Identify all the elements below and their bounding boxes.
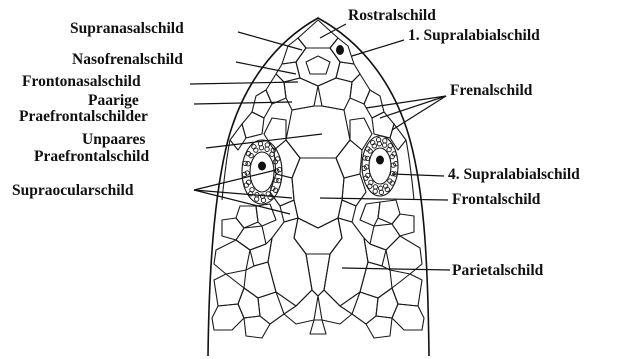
lateral-scale-left-6 [236, 226, 266, 250]
lateral-scale-left-7 [250, 238, 272, 266]
occipital-left [284, 290, 318, 324]
supraocular-right-2 [336, 140, 362, 178]
label-frontonasalschild: Frontonasalschild [22, 73, 141, 91]
lateral-scale-left-9 [244, 262, 276, 298]
eye-granule [377, 142, 381, 146]
lateral-scale-right-8 [386, 236, 422, 274]
frontal-scale [292, 158, 344, 228]
supraocular-right-1 [350, 118, 372, 150]
lateral-scale-right-4 [360, 202, 380, 226]
praefrontal-unpaired [286, 106, 350, 158]
lateral-scale-right-9 [360, 262, 392, 298]
eye-granules [242, 138, 398, 203]
lateral-scale-left-11 [238, 288, 260, 318]
parietal-center [306, 254, 330, 296]
eye-granule [382, 143, 386, 147]
label-frontalschild: Frontalschild [452, 191, 540, 209]
nostril-dot [336, 45, 344, 55]
eye-granule [373, 189, 377, 193]
frenal-scale-left [266, 74, 286, 104]
head-outline [208, 18, 429, 356]
label-supraocularschild: Supraocularschild [12, 182, 133, 200]
label-supranasalschild: Supranasalschild [70, 20, 184, 38]
label-praefrontalschild: Praefrontalschild [34, 148, 149, 166]
lateral-scale-right-3 [378, 200, 400, 224]
occipital-center [310, 320, 326, 334]
lateral-scale-right-7 [364, 238, 386, 266]
lateral-scale-right-14 [366, 316, 392, 338]
occipital-right [318, 290, 352, 324]
lateral-scale-left-12 [258, 292, 284, 324]
eye-left-inner [250, 152, 274, 192]
parietal-interparietal [294, 218, 342, 254]
eye-granule [378, 186, 382, 190]
frontonasal-scale [296, 48, 340, 86]
lateral-scale-right-12 [352, 292, 378, 324]
eye-right-pupil [376, 156, 384, 165]
eye-granule [376, 138, 380, 142]
label-frenalschild: Frenalschild [450, 82, 532, 100]
rostral-scale [298, 20, 338, 48]
eye-granule [379, 190, 383, 194]
eye-granule [265, 143, 269, 147]
eye-granule [277, 178, 281, 182]
supraocular-left-1 [264, 118, 286, 150]
lateral-scale-left-8 [214, 240, 250, 274]
lateral-scale-right-5 [392, 214, 414, 236]
label-1-supralabialschild: 1. Supralabialschild [408, 27, 540, 45]
label-unpaares: Unpaares [82, 131, 145, 149]
lateral-scale-right-13 [392, 304, 424, 330]
lateral-scale-left-4 [256, 204, 276, 226]
praefrontal-paired-left [284, 78, 318, 110]
label-4-supralabialschild: 4. Supralabialschild [448, 166, 580, 184]
eye-granule [383, 139, 387, 143]
eye-granule [243, 161, 247, 165]
label-nasofrenalschild: Nasofrenalschild [72, 51, 183, 69]
lateral-scale-right-11 [376, 288, 398, 318]
label-rostralschild: Rostralschild [348, 7, 436, 25]
lateral-scale-left-5 [222, 218, 244, 240]
eye-left-pupil [258, 162, 266, 171]
frenal-scale-right [350, 74, 370, 104]
lateral-scale-left-13 [212, 304, 244, 330]
eye-granule [373, 185, 377, 189]
supraocular-left-2 [274, 140, 300, 178]
lateral-scale-left-3 [236, 206, 258, 228]
eye-granule [255, 197, 259, 201]
frontonasal-side-left [306, 56, 330, 74]
lateral-scale-left-14 [244, 316, 270, 338]
eye-granule [265, 147, 269, 151]
label-praefrontalschilder: Praefrontalschilder [19, 108, 148, 126]
eye-granule [261, 198, 265, 202]
label-parietalschild: Parietalschild [452, 262, 543, 280]
eye-right-inner [369, 148, 391, 184]
praefrontal-paired-right [318, 78, 352, 110]
